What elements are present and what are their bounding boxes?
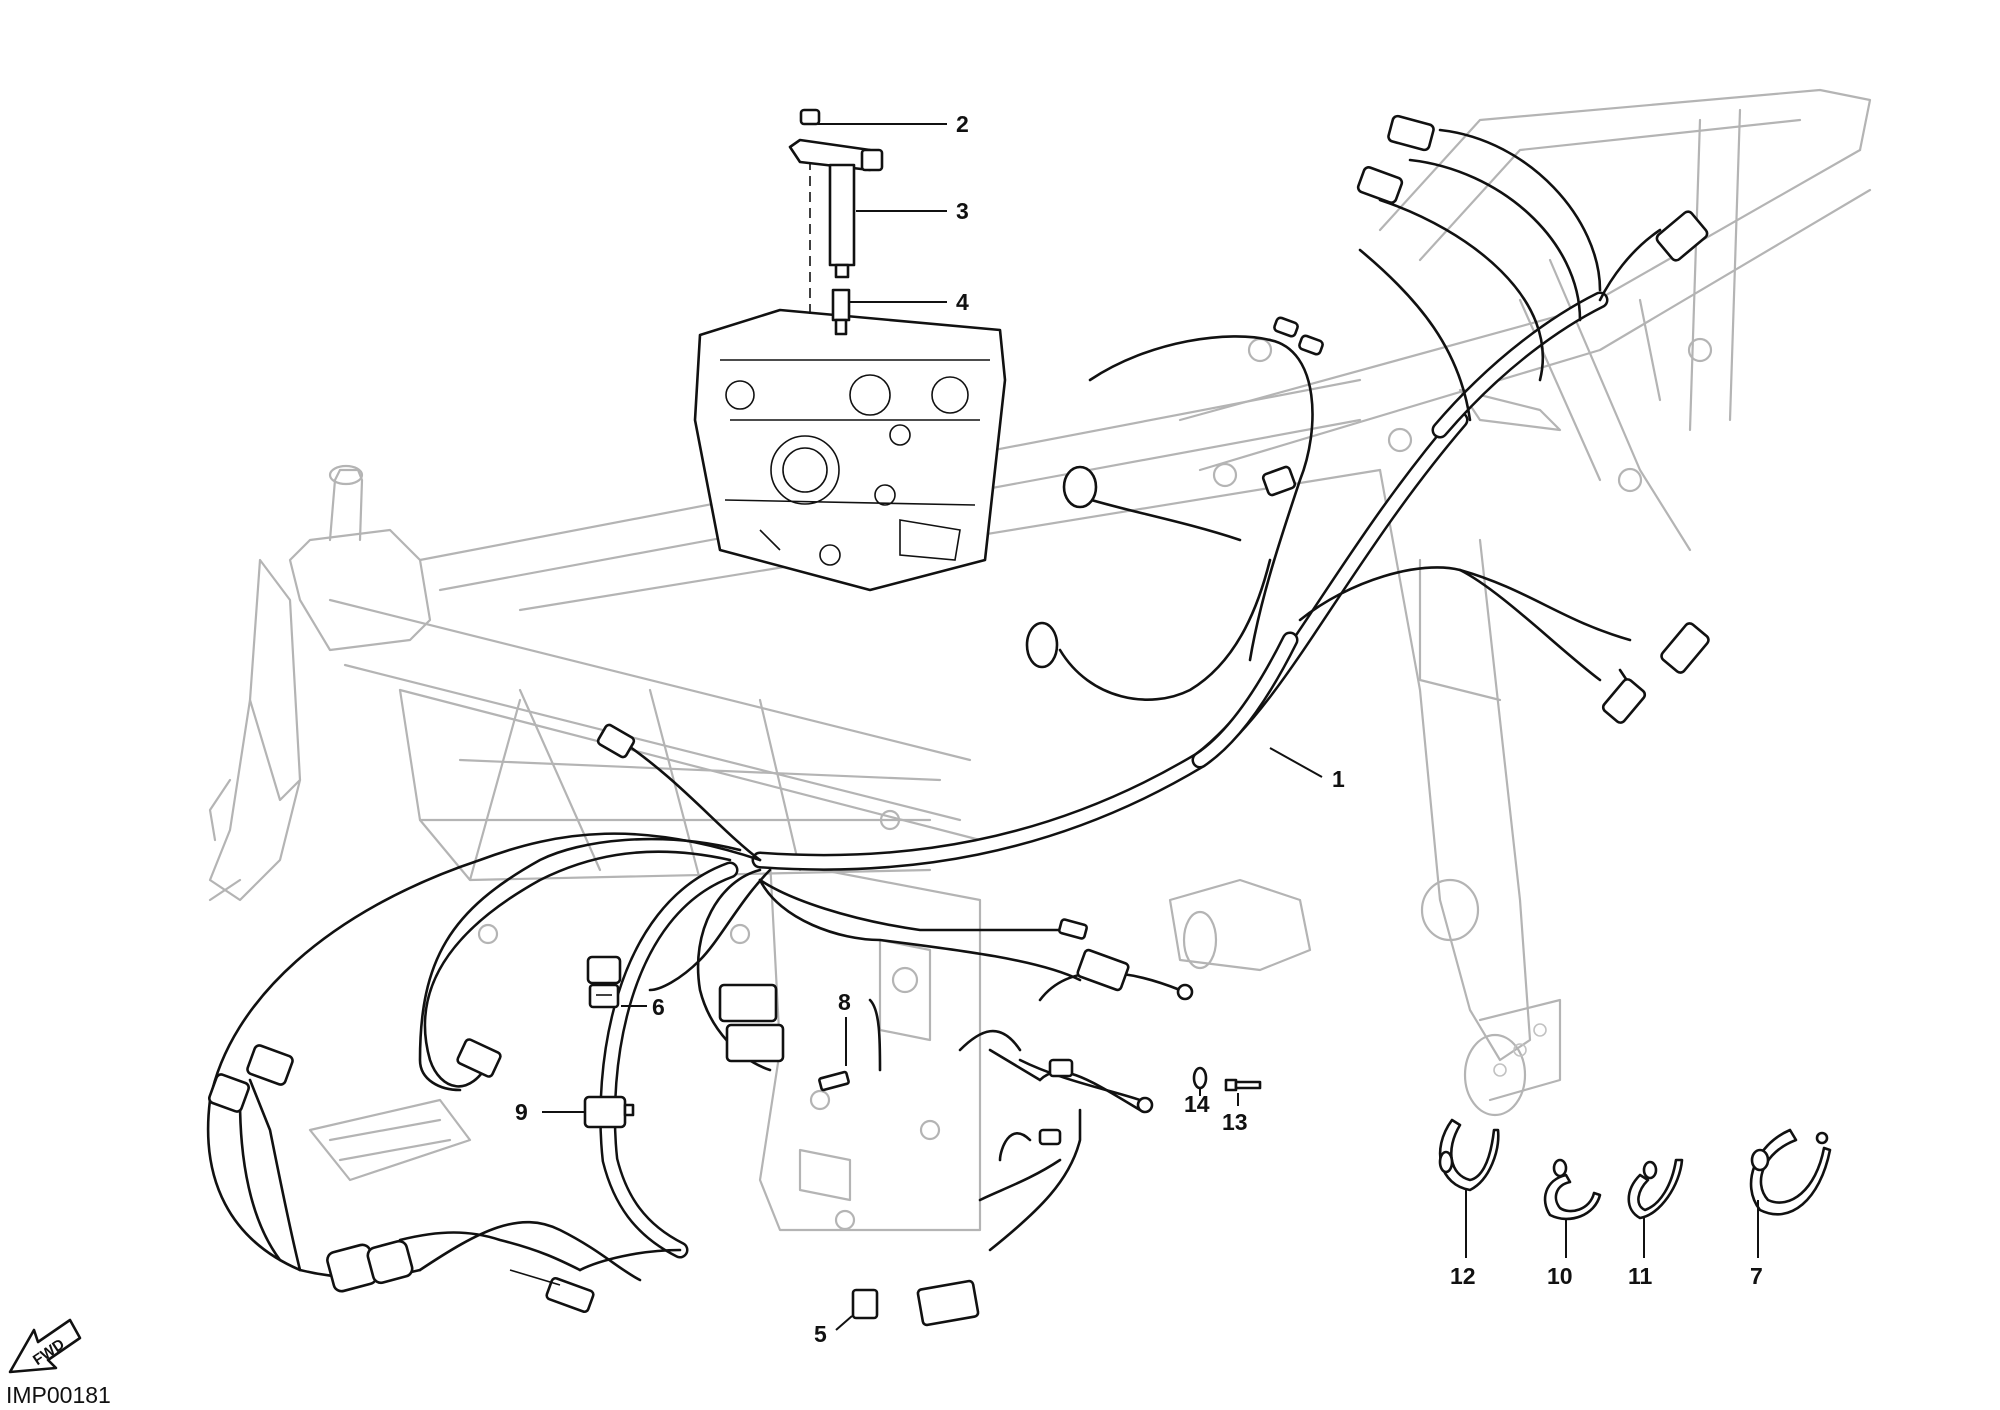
callout-8: 8 (838, 989, 851, 1015)
clamp-11 (1627, 1158, 1684, 1220)
callout-9: 9 (515, 1099, 528, 1125)
clamp-7 (1749, 1128, 1832, 1216)
clamp-10 (1543, 1158, 1602, 1221)
ignition-coil-assembly (788, 108, 884, 336)
callout-12: 12 (1450, 1263, 1476, 1289)
callout-5: 5 (814, 1321, 827, 1347)
callout-labels: 1 2 3 4 5 6 7 8 9 10 11 12 13 14 (515, 111, 1763, 1347)
figure-code: IMP00181 (6, 1382, 111, 1408)
callout-7: 7 (1750, 1263, 1763, 1289)
callout-4: 4 (956, 289, 969, 315)
callout-2: 2 (956, 111, 969, 137)
callout-13: 13 (1222, 1109, 1248, 1135)
callout-11: 11 (1628, 1263, 1653, 1289)
callout-10: 10 (1547, 1263, 1573, 1289)
fuse-5 (851, 1288, 879, 1320)
cylinder-head (693, 308, 1007, 592)
screw-13 (1224, 1078, 1262, 1092)
callout-3: 3 (956, 198, 969, 224)
motorcycle-frame-ghost (208, 88, 1872, 1232)
relay-6 (586, 955, 622, 1009)
callout-1: 1 (1332, 766, 1345, 792)
relay-9 (583, 1095, 635, 1129)
clamp-12 (1438, 1118, 1500, 1192)
washer-14 (1192, 1066, 1208, 1090)
callout-14: 14 (1184, 1091, 1210, 1117)
leader-lines (542, 123, 1759, 1331)
main-wiring-harness (206, 114, 1710, 1327)
fuse-8 (818, 1070, 850, 1092)
forward-arrow-icon: FWD (8, 1318, 82, 1374)
callout-6: 6 (652, 994, 665, 1020)
